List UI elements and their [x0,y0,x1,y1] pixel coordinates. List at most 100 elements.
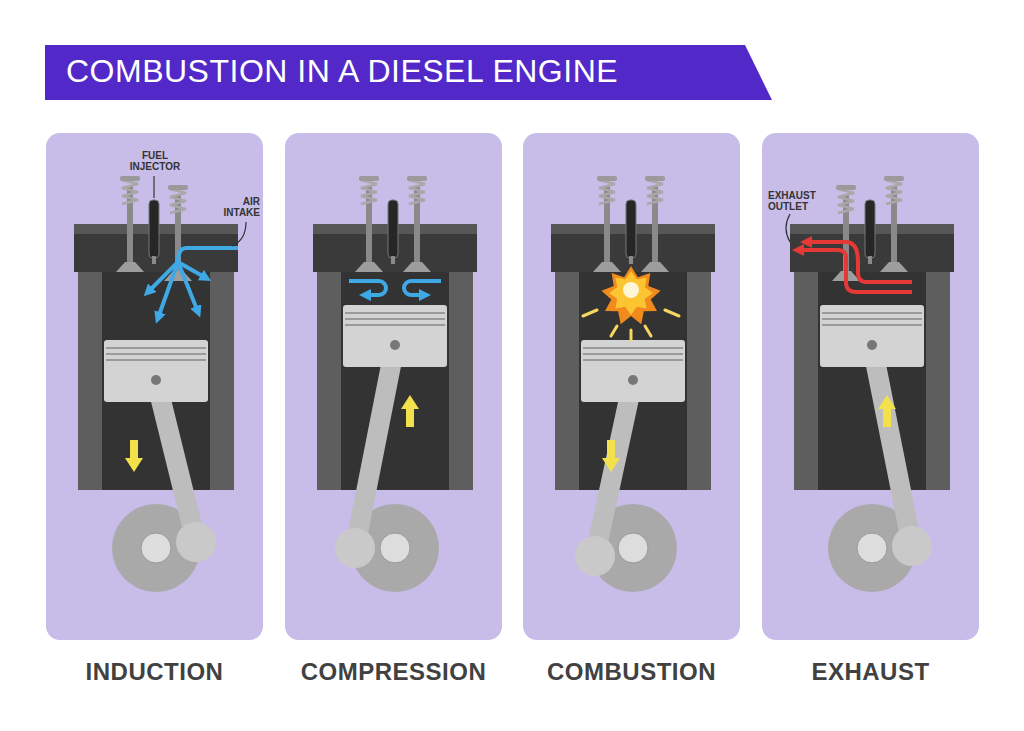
stage-name: COMPRESSION [301,658,487,686]
piston-ring [345,318,445,320]
valve-cap [884,176,904,181]
piston-ring [583,347,683,349]
cylinder-bore [579,262,687,490]
stage-name: EXHAUST [811,658,929,686]
valve-head [116,262,144,272]
injector-tip [391,256,395,264]
piston-ring [345,324,445,326]
valve-spring [170,189,186,213]
combustion-core [623,282,639,298]
connecting-rod [595,380,633,556]
piston-ring [822,324,922,326]
crank-pin [335,528,375,568]
leader-line [153,176,154,198]
stage-illustration [46,133,263,640]
valve-head [641,262,669,272]
injector-tip [629,256,633,264]
cylinder-wall [555,262,711,490]
connecting-rod [872,345,912,546]
air-flow-arrow [178,262,206,278]
valve-spring [838,189,854,213]
piston-ring [345,312,445,314]
crank-pin [575,536,615,576]
crank-pin [176,522,216,562]
valve-spring [599,180,615,204]
stage-panel: COMBUSTION [523,133,740,640]
piston-pin [867,340,877,350]
piston-ring [583,353,683,355]
valve-head [355,262,383,272]
blast-ray [665,310,679,316]
valve-spring [361,180,377,204]
title: COMBUSTION IN A DIESEL ENGINE [66,53,618,90]
air-swirl [349,281,386,295]
crank-hub [618,533,648,563]
stage-name: INDUCTION [86,658,224,686]
part-label: EXHAUST OUTLET [768,190,828,212]
stage-name: COMBUSTION [547,658,716,686]
cylinder-bore [102,262,210,490]
crank-hub [857,533,887,563]
valve-spring [886,180,902,204]
valve-cap [836,185,856,190]
valve-cap [597,176,617,181]
piston [104,340,208,402]
blast-ray [611,326,617,336]
blast-ray [630,330,633,340]
stage-panel [523,133,740,640]
exhaust-flow-arrow [806,242,912,282]
leader-line [232,222,246,246]
motion-arrow [602,440,620,472]
piston [820,305,924,367]
part-label: AIR INTAKE [216,196,260,218]
piston [343,305,447,367]
leader-line [786,214,790,242]
valve-cap [120,176,140,181]
fuel-injector [388,200,398,258]
piston-ring [583,359,683,361]
valve-head [403,262,431,272]
valve-cap [407,176,427,181]
crank-hub [380,533,410,563]
piston-ring [106,347,206,349]
combustion-burst [601,266,660,324]
air-flow-arrow [148,248,238,292]
piston-pin [390,340,400,350]
crank-hub [141,533,171,563]
connecting-rod [156,380,196,542]
piston-ring [106,353,206,355]
piston-pin [151,375,161,385]
valve-head [880,262,908,272]
piston-ring [106,359,206,361]
piston-ring [822,318,922,320]
piston-pin [628,375,638,385]
crank-pin [892,526,932,566]
piston-ring [822,312,922,314]
stage-illustration [285,133,502,640]
blast-ray [583,310,597,316]
part-label: FUEL INJECTOR [124,150,186,172]
stage-panel [762,133,979,640]
fuel-injector [149,200,159,258]
stage-panel [285,133,502,640]
stage-illustration [762,133,979,640]
piston [581,340,685,402]
motion-arrow [125,440,143,472]
injector-tip [152,256,156,264]
fuel-injector [865,200,875,258]
valve-spring [122,180,138,204]
valve-head [593,262,621,272]
stage-illustration [523,133,740,640]
stage-panel [46,133,263,640]
blast-ray [645,326,651,336]
air-swirl [404,281,441,295]
motion-arrow [878,395,896,427]
valve-spring [647,180,663,204]
air-flow-arrow [158,262,178,318]
valve-spring [409,180,425,204]
motion-arrow [401,395,419,427]
valve-cap [645,176,665,181]
exhaust-flow-arrow [798,250,912,292]
